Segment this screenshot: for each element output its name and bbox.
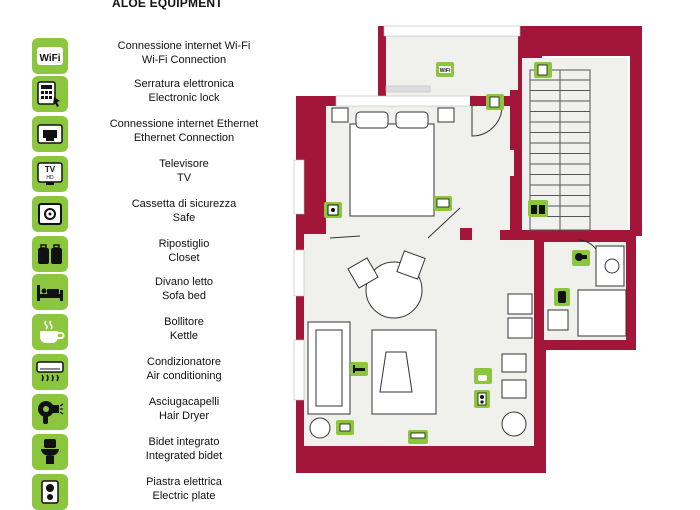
safe-icon [32,196,68,232]
legend-title: ALOE EQUIPMENT [112,0,223,10]
ethernet-icon [336,420,354,435]
sofa-bed-icon [32,274,68,310]
legend-label-en: Electric plate [152,489,216,502]
hair-dryer-icon [32,394,68,430]
legend-label-it: Connessione internet Ethernet [109,118,259,130]
svg-text:WiFi: WiFi [39,53,60,64]
kitchen-units [501,293,533,437]
legend-item-air-conditioning: Condizionatore Air conditioning [32,354,282,390]
legend-item-bidet: Bidet integrato Integrated bidet [32,434,282,470]
kettle-icon [32,314,68,350]
svg-text:WiFi: WiFi [440,68,451,74]
hair-dryer-icon [572,250,590,266]
dining-table [347,250,426,319]
legend-label-en: Electronic lock [148,91,220,104]
legend-label-it: Condizionatore [147,356,221,368]
plan-badges: WiFi [324,62,590,444]
bidet-icon [554,288,570,306]
legend-label-en: Air conditioning [146,369,222,382]
legend-item-electric-plate: Piastra elettrica Electric plate [32,474,282,510]
electronic-lock-icon [534,62,552,78]
bed [331,107,455,217]
kettle-icon [474,368,492,384]
legend-label-en: Wi-Fi Connection [141,53,227,66]
legend-label-en: Sofa bed [161,289,207,302]
legend-item-hair-dryer: Asciugacapelli Hair Dryer [32,394,282,430]
legend-label-en: TV [176,171,192,184]
windows [293,25,521,401]
legend-item-ethernet: Connessione internet Ethernet Ethernet C… [32,116,282,152]
legend-label-it: Bidet integrato [148,436,220,448]
legend-item-closet: Ripostiglio Closet [32,236,282,272]
legend-panel: ALOE EQUIPMENT WiFi Connessione internet… [0,0,290,510]
safe-icon [324,202,342,218]
legend-label-en: Hair Dryer [158,409,210,422]
tv-icon [434,196,452,211]
wifi-icon: WiFi [32,38,68,74]
legend-item-sofa-bed: Divano letto Sofa bed [32,274,282,310]
wifi-icon: WiFi [436,62,454,77]
bidet-icon [32,434,68,470]
legend-item-electronic-lock: Serratura elettronica Electronic lock [32,76,282,112]
legend-label-en: Ethernet Connection [133,131,235,144]
legend-item-kettle: Bollitore Kettle [32,314,282,350]
air-conditioning-icon [408,430,428,444]
electric-plate-icon [474,390,490,408]
sofa-bed-icon [350,362,368,376]
ethernet-icon [32,116,68,152]
legend-label-it: Divano letto [154,276,214,288]
electronic-lock-icon [486,94,504,110]
electronic-lock-icon [32,76,68,112]
legend-label-en: Closet [168,251,200,264]
svg-text:HD: HD [46,175,54,181]
svg-text:TV: TV [45,165,56,174]
legend-label-en: Safe [172,211,196,224]
closet-icon [528,200,548,217]
legend-label-en: Integrated bidet [145,449,223,462]
air-conditioning-icon [32,354,68,390]
legend-item-wifi: WiFi Connessione internet Wi-Fi Wi-Fi Co… [32,38,282,74]
legend-label-it: Connessione internet Wi-Fi [117,40,251,52]
legend-label-it: Televisore [159,158,209,170]
legend-label-it: Cassetta di sicurezza [131,198,237,210]
legend-label-en: Kettle [169,329,199,342]
legend-label-it: Ripostiglio [158,238,210,250]
sofa [307,321,437,439]
legend-label-it: Asciugacapelli [148,396,220,408]
closet-icon [32,236,68,272]
legend-item-safe: Cassetta di sicurezza Safe [32,196,282,232]
legend-label-it: Bollitore [164,316,204,328]
bathroom-fixtures [547,245,627,337]
legend-label-it: Piastra elettrica [146,476,222,488]
legend-label-it: Serratura elettronica [134,78,234,90]
